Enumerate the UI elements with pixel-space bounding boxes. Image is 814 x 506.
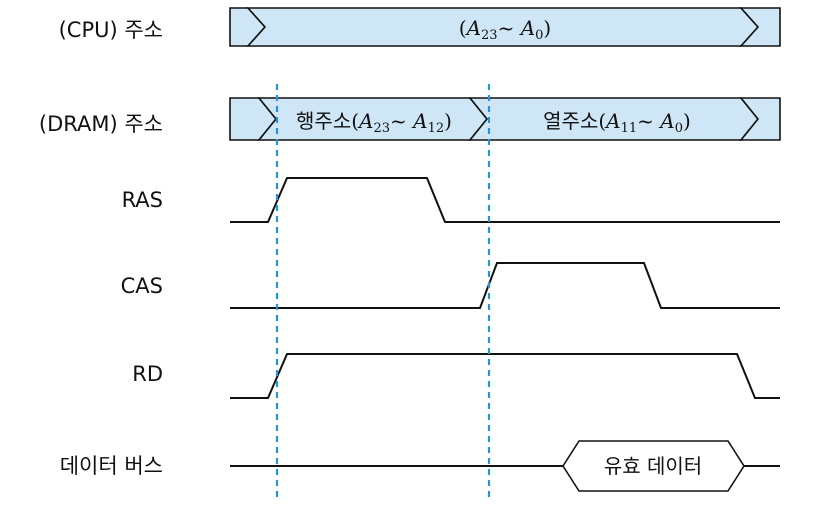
data-bus-label: 데이터 버스	[60, 454, 163, 478]
ras-waveform	[230, 177, 780, 223]
ras-label: RAS	[122, 188, 163, 212]
dram-address-bus: 행주소(A23~ A12) 열주소(A11~ A0)	[229, 97, 781, 141]
cpu-range-label: (A23~ A0)	[459, 16, 551, 43]
cpu-address-bus: (A23~ A0)	[229, 7, 781, 47]
rd-waveform	[230, 353, 780, 399]
data-bus-line: 유효 데이터	[230, 440, 780, 492]
dram-address-label: (DRAM) 주소	[39, 112, 163, 136]
rd-label: RD	[132, 362, 163, 386]
cas-waveform	[230, 262, 780, 309]
row-address-label: 행주소(A23~ A12)	[296, 109, 452, 136]
valid-data-label: 유효 데이터	[604, 454, 702, 478]
cpu-address-label: (CPU) 주소	[59, 18, 163, 42]
dram-bus-post-segment	[739, 97, 781, 141]
cpu-bus-post-segment	[739, 7, 781, 47]
column-address-label: 열주소(A11~ A0)	[543, 109, 691, 136]
cas-label: CAS	[121, 274, 163, 298]
